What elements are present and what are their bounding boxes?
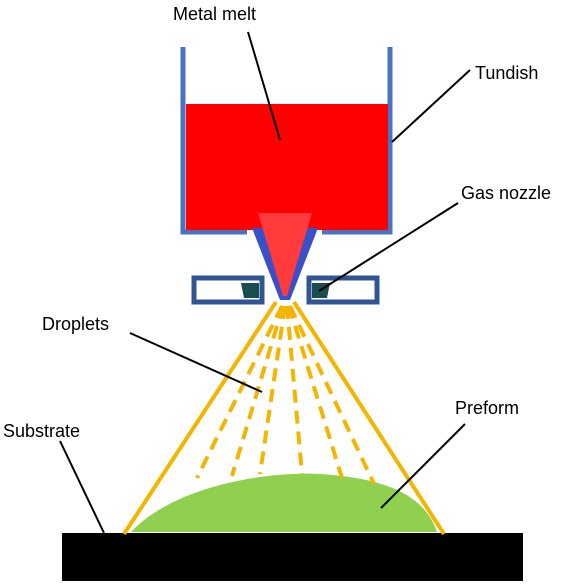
melt-stream	[258, 213, 312, 296]
leader-preform	[380, 423, 466, 509]
gas-nozzle-right	[306, 275, 380, 305]
droplet-stream	[287, 305, 344, 479]
droplets	[195, 305, 376, 485]
leader-gas-nozzle	[318, 202, 459, 292]
substrate	[62, 533, 523, 581]
droplet-stream	[195, 305, 284, 479]
spray-cone	[122, 300, 446, 536]
spray-cone-left	[122, 300, 278, 536]
leader-droplets	[129, 332, 263, 393]
label-metal-melt: Metal melt	[173, 4, 256, 24]
tundish-outline	[180, 47, 393, 235]
preform	[131, 473, 437, 532]
droplet-stream	[288, 305, 376, 485]
droplet-stream	[285, 305, 304, 475]
label-tundish: Tundish	[475, 63, 538, 83]
label-gas-nozzle: Gas nozzle	[461, 183, 551, 203]
droplet-stream	[258, 305, 287, 475]
leader-substrate	[59, 440, 105, 534]
label-preform: Preform	[455, 398, 519, 418]
tundish	[180, 47, 393, 235]
gas-nozzle-left	[191, 275, 265, 305]
metal-melt	[186, 104, 388, 230]
leader-tundish	[391, 69, 471, 143]
label-droplets: Droplets	[42, 314, 109, 334]
gas-jet-left	[241, 283, 259, 298]
leader-metal-melt	[247, 31, 281, 141]
leader-lines	[59, 31, 471, 534]
label-substrate: Substrate	[3, 421, 80, 441]
spray-cone-right	[292, 300, 446, 536]
